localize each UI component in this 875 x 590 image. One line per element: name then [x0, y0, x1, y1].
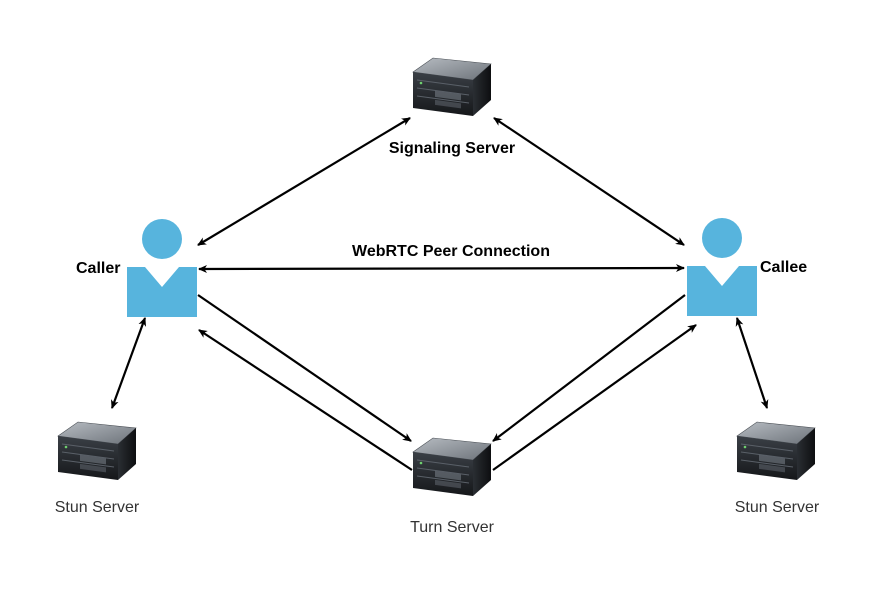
edge-turn-to-caller [198, 329, 413, 471]
server-icon [412, 437, 492, 497]
stun-server-right-node: Stun Server [735, 421, 820, 516]
stun-server-left-node: Stun Server [55, 421, 140, 516]
edge-turn-to-callee [492, 324, 697, 471]
edge-caller-to-turn [197, 294, 412, 442]
user-icon [127, 219, 197, 317]
caller-node: Caller [76, 219, 197, 317]
server-icon [412, 57, 492, 117]
stun-server-right-label: Stun Server [735, 499, 820, 516]
signaling-server-label: Signaling Server [389, 140, 515, 157]
edge-caller-stun [110, 317, 147, 409]
server-icon [57, 421, 137, 481]
edges [110, 117, 769, 471]
edge-peer-connection [198, 264, 685, 273]
edge-callee-stun [735, 317, 769, 409]
turn-server-node: Turn Server [410, 437, 495, 536]
stun-server-left-label: Stun Server [55, 499, 140, 516]
caller-label: Caller [76, 260, 120, 277]
peer-connection-label: WebRTC Peer Connection [352, 243, 550, 260]
user-icon [687, 218, 757, 316]
edge-caller-signaling [197, 117, 411, 246]
signaling-server-node: Signaling Server [389, 57, 515, 157]
edge-callee-to-turn [492, 294, 686, 442]
edge-signaling-callee [493, 117, 685, 246]
server-icon [736, 421, 816, 481]
turn-server-label: Turn Server [410, 519, 495, 536]
callee-label: Callee [760, 259, 807, 276]
callee-node: Callee [687, 218, 807, 316]
